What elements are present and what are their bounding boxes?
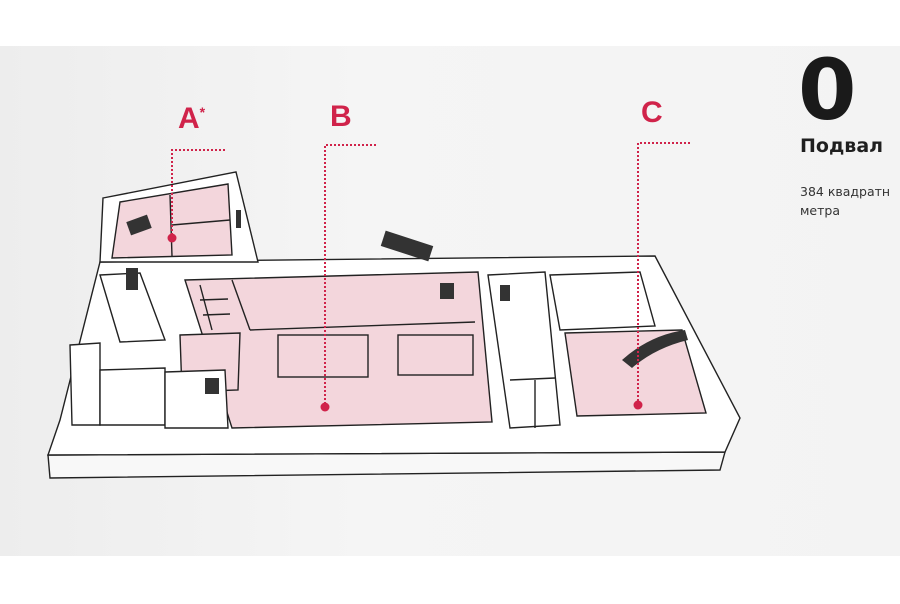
floor-area: 384 квадратн метра xyxy=(800,182,890,220)
floor-title: Подвал xyxy=(800,135,884,157)
marker-c xyxy=(633,400,643,410)
zone-label-c: C xyxy=(641,96,663,129)
leader-b xyxy=(324,144,376,405)
leader-a xyxy=(171,149,225,238)
zone-a-letter: A xyxy=(178,102,200,135)
leader-c xyxy=(637,142,690,404)
marker-a xyxy=(167,233,177,243)
zone-a-asterisk: * xyxy=(199,104,206,120)
area-line-1: 384 квадратн xyxy=(800,184,891,199)
room-c xyxy=(564,329,707,417)
floor-number: 0 xyxy=(798,41,857,139)
slab-front xyxy=(47,451,726,479)
room-c-upper xyxy=(549,271,656,331)
zone-label-b: B xyxy=(330,100,352,133)
area-line-2: метра xyxy=(800,203,840,218)
zone-label-a: A* xyxy=(178,102,205,136)
marker-b xyxy=(320,402,330,412)
